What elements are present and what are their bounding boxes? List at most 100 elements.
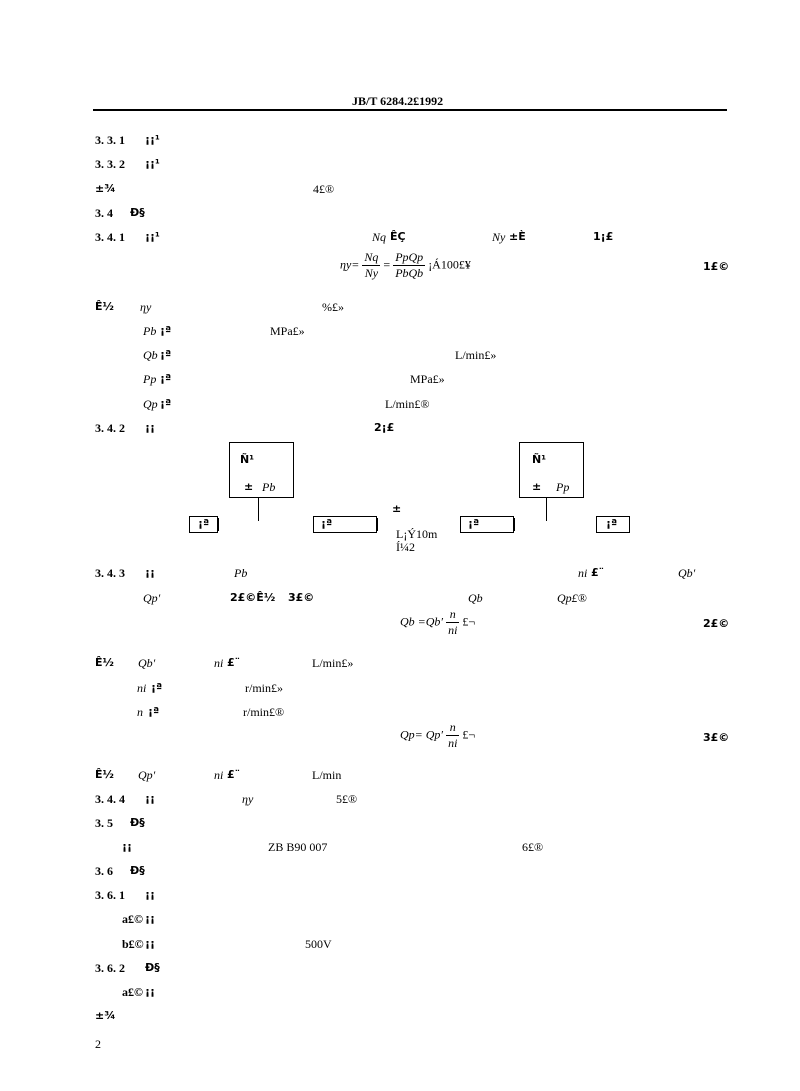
equation-number: 2£©	[703, 617, 730, 630]
eq3-den: ni	[446, 735, 460, 750]
garbled-text: ±	[392, 502, 402, 515]
garbled-text: ¡ª	[151, 681, 163, 694]
garbled-text: Ñ¹	[240, 453, 255, 466]
eq1-tail: ¡Á100£¥	[428, 257, 471, 272]
garbled-text: ¡¡	[145, 792, 156, 805]
garbled-text: £¨	[591, 566, 605, 579]
section-number: 3. 4. 4	[95, 792, 125, 806]
garbled-text: ¡ª	[160, 324, 172, 337]
symbol: Pp	[143, 372, 157, 386]
garbled-text: ±	[532, 480, 542, 493]
garbled-text: ¡¡¹	[145, 133, 160, 146]
symbol: Qp	[143, 397, 158, 411]
eq2-den: ni	[446, 622, 460, 637]
garbled-text: ¡¡	[145, 937, 156, 950]
garbled-text: Ð§	[130, 206, 145, 219]
section-number: 3. 6. 1	[95, 888, 125, 902]
figure-line	[218, 518, 219, 531]
eq1-d2: PbQb	[393, 265, 426, 280]
symbol: ni	[578, 566, 588, 580]
unit: L/min£®	[385, 397, 430, 411]
garbled-text: £¨	[227, 768, 241, 781]
section-number: 3. 6. 2	[95, 961, 125, 975]
garbled-text: ¡¡	[145, 421, 156, 434]
unit: L/min	[312, 768, 342, 782]
figure-line	[546, 497, 547, 521]
symbol: Qp′	[138, 768, 156, 782]
symbol-eta: ηy	[140, 300, 152, 314]
figure-line	[514, 518, 515, 531]
symbol: Pp	[556, 480, 570, 494]
page-number: 2	[95, 1037, 101, 1051]
symbol: Qb′	[678, 566, 696, 580]
symbol: Qb	[468, 591, 483, 605]
garbled-text: ÊÇ	[390, 230, 406, 243]
header-rule	[93, 109, 727, 111]
garbled-text: ¡ª	[606, 517, 618, 530]
section-number: 3. 3. 1	[95, 133, 125, 147]
garbled-text: ¡ª	[468, 517, 480, 530]
garbled-text: ¡¡	[145, 912, 156, 925]
eq1-n1: Nq	[364, 250, 379, 264]
eq2-lhs: Qb =Qb′	[400, 614, 444, 629]
eq3-tail: £¬	[462, 727, 476, 742]
section-number: 3. 6	[95, 864, 113, 878]
garbled-text: Ð§	[130, 816, 145, 829]
garbled-text: £¨	[227, 656, 241, 669]
unit: MPa£»	[270, 324, 305, 338]
garbled-text: ¡¡¹	[145, 157, 160, 170]
section-number: 3. 4	[95, 206, 113, 220]
garbled-text: ¡ª	[160, 372, 172, 385]
figure-box-right: Ñ¹ ± Pp	[519, 442, 584, 498]
garbled-text: Ê½	[95, 656, 114, 669]
symbol: Qb′	[138, 656, 156, 670]
body-text: %£»	[322, 300, 344, 314]
garbled-text: ¡ª	[321, 517, 333, 530]
unit: r/min£»	[245, 681, 283, 695]
eq2-num: n	[449, 607, 456, 621]
symbol-eta: ηy	[242, 792, 254, 806]
garbled-text: 1¡£	[593, 230, 614, 243]
section-number: 3. 5	[95, 816, 113, 830]
list-item-label: a£©	[122, 985, 143, 999]
figure-small-box: ¡ª	[460, 516, 514, 533]
eq2-tail: £¬	[462, 614, 476, 629]
figure-small-box: ¡ª	[313, 516, 377, 533]
symbol: Qp′	[143, 591, 161, 605]
body-text: 500V	[305, 937, 332, 951]
garbled-text: Ð§	[145, 961, 160, 974]
eq1-n2: PpQp	[395, 250, 424, 264]
garbled-text: Ê½	[95, 300, 114, 313]
garbled-text: ¡ª	[198, 517, 210, 530]
unit: r/min£®	[243, 705, 285, 719]
symbol: Qb	[143, 348, 158, 362]
eq3-num: n	[449, 720, 456, 734]
section-number: 3. 4. 2	[95, 421, 125, 435]
symbol: Pb	[262, 480, 276, 494]
symbol: Pb	[143, 324, 157, 338]
unit: L/min£»	[455, 348, 497, 362]
garbled-text: ¡¡	[145, 566, 156, 579]
unit: L/min£»	[312, 656, 354, 670]
garbled-text: 3£©	[288, 591, 315, 604]
symbol: Qp£®	[557, 591, 587, 605]
garbled-text: ¡¡	[145, 888, 156, 901]
body-text: 5£®	[336, 792, 358, 806]
section-number: 3. 4. 1	[95, 230, 125, 244]
eq1-lhs: ηy=	[340, 257, 360, 272]
eq1-eq: =	[383, 257, 391, 272]
figure-small-box: ¡ª	[189, 516, 218, 533]
symbol: ni	[214, 768, 224, 782]
symbol: n	[137, 705, 143, 719]
figure-caption: L¡Ý10m	[396, 527, 438, 541]
header-title: JB/T 6284.2£­1992	[352, 94, 444, 108]
garbled-text: 2¡£	[374, 421, 395, 434]
section-number: 3. 3. 2	[95, 157, 125, 171]
garbled-text: Ñ¹	[532, 453, 547, 466]
figure-line	[258, 497, 259, 521]
